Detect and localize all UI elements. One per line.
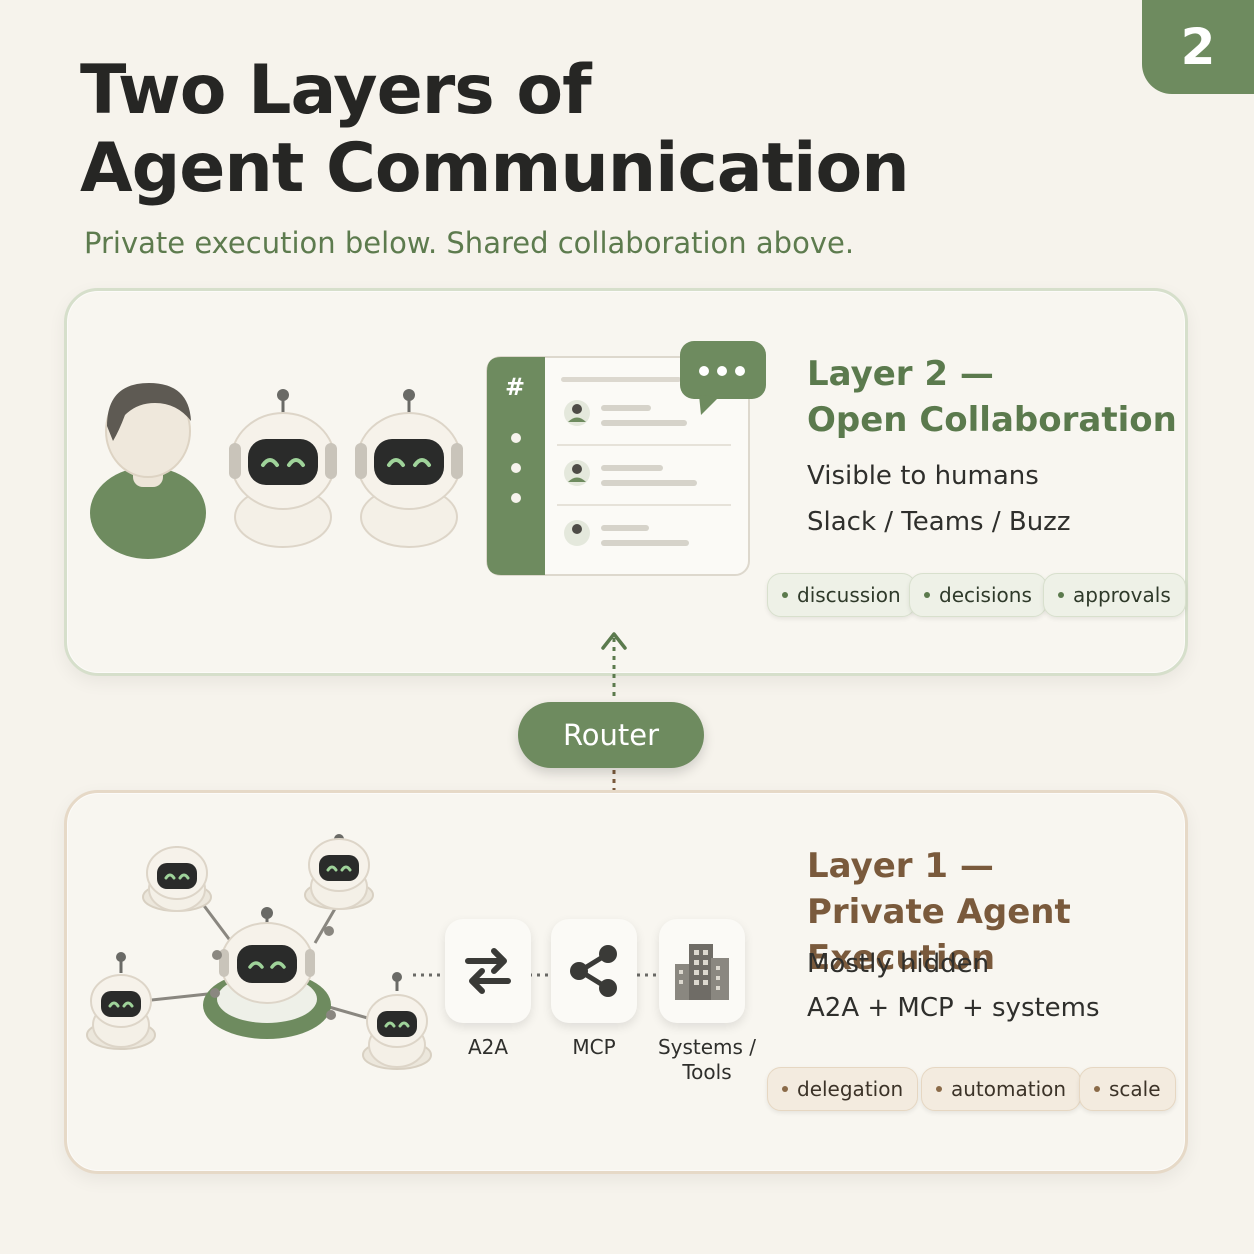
a2a-label: A2A [467,1035,509,1059]
swap-arrows-icon [465,948,511,994]
chip-label: automation [951,1077,1067,1101]
layer-1-panel: A2A MCP Systems / Tools Layer 1 — Privat… [64,790,1188,1174]
layer-1-title-line-1: Layer 1 — [807,846,994,886]
bullet-dot-icon [924,592,930,598]
chip-decisions: decisions [909,573,1047,617]
chat-message-row [564,460,697,486]
chat-message-row [564,400,687,426]
buildings-icon [675,944,729,1000]
layer-2-description-1: Visible to humans [807,461,1039,491]
systems-tools-label: Systems / Tools [647,1035,767,1085]
robot-agent-icon [142,846,212,912]
human-avatar-icon [90,383,206,559]
chip-label: decisions [939,583,1032,607]
robot-agent-icon [86,952,156,1050]
layer-2-illustration [90,341,766,576]
layer-2-title-line-1: Layer 2 — [807,354,994,394]
bullet-dot-icon [936,1086,942,1092]
chip-label: delegation [797,1077,904,1101]
chip-scale: scale [1079,1067,1176,1111]
layer-1-title: Layer 1 — Private Agent Execution [807,843,1185,981]
bullet-dot-icon [1094,1086,1100,1092]
chip-label: discussion [797,583,901,607]
share-nodes-icon [570,945,617,997]
bullet-dot-icon [1058,592,1064,598]
chip-delegation: delegation [767,1067,919,1111]
chat-message-row [564,520,689,546]
layer-1-description-1: Mostly hidden [807,949,990,979]
layer-2-panel: # Layer 2 — Open Collaboration Visible t… [64,288,1188,676]
layer-2-description-2: Slack / Teams / Buzz [807,507,1071,537]
agent-network-illustration [86,834,659,1070]
bullet-dot-icon [782,592,788,598]
chip-approvals: approvals [1043,573,1186,617]
robot-agent-icon [304,834,374,910]
robot-agent-icon [362,972,432,1070]
channel-hash-icon: # [505,373,526,401]
router-node: Router [518,702,704,768]
speech-bubble-icon [680,341,766,415]
chip-label: approvals [1073,583,1171,607]
bullet-dot-icon [782,1086,788,1092]
robot-agent-icon [229,389,337,548]
mcp-tool-box [551,919,637,1023]
page-title: Two Layers of Agent Communication [80,51,910,208]
robot-agent-icon [355,389,463,548]
chip-label: scale [1109,1077,1161,1101]
layer-2-title: Layer 2 — Open Collaboration [807,351,1177,443]
systems-tool-box [659,919,745,1023]
systems-label-line-2: Tools [682,1060,732,1084]
chip-discussion: discussion [767,573,916,617]
layer-1-title-line-2: Private Agent Execution [807,892,1071,978]
layer-1-description-2: A2A + MCP + systems [807,993,1100,1023]
hub-robot-agent-icon [219,907,315,1004]
mcp-label: MCP [572,1035,616,1059]
chip-automation: automation [921,1067,1082,1111]
title-line-1: Two Layers of [80,51,592,130]
layer-2-title-line-2: Open Collaboration [807,400,1177,440]
systems-label-line-1: Systems / [657,1035,757,1059]
title-line-2: Agent Communication [80,129,910,208]
page-subtitle: Private execution below. Shared collabor… [84,226,855,260]
a2a-tool-box [445,919,531,1023]
chat-window-icon [486,341,766,576]
page-number-badge: 2 [1142,0,1254,94]
